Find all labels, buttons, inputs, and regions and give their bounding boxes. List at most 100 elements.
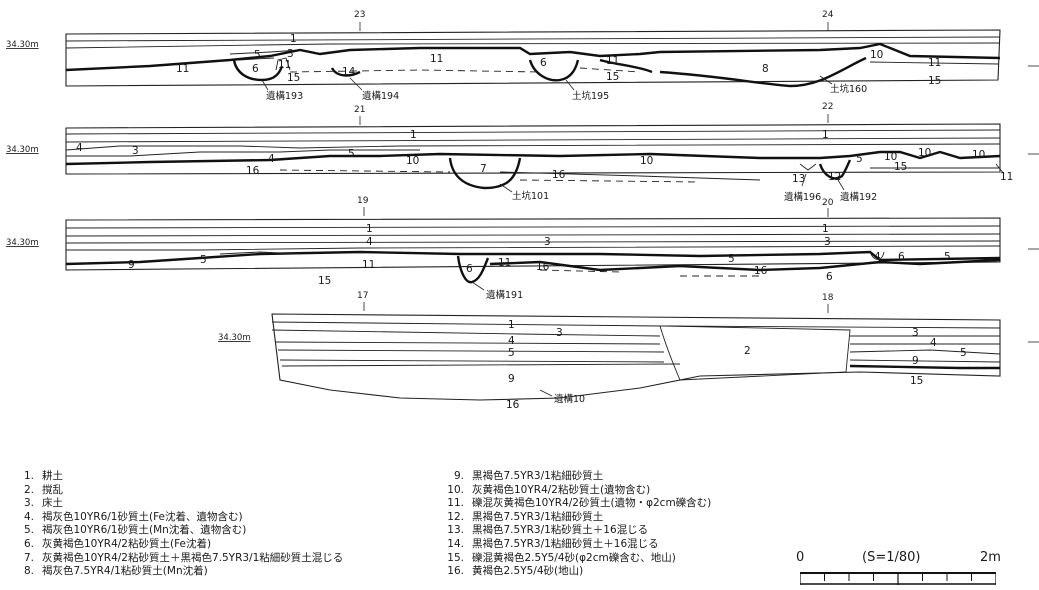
legend-number: 5. <box>23 524 34 537</box>
layer-number: 4 <box>930 337 937 349</box>
layer-number: 5 <box>200 254 207 266</box>
legend-text: 礫混灰黄褐色10YR4/2砂質土(遺物・φ2cm礫含む) <box>472 497 712 510</box>
legend-number: 12. <box>447 510 464 523</box>
layer-number: 3 <box>287 48 294 60</box>
legend-text: 耕土 <box>42 470 63 482</box>
layer-number: 6 <box>898 251 905 263</box>
feature-outline <box>528 59 580 82</box>
layer-number: 3 <box>132 145 139 157</box>
layer-number: 14 <box>342 66 356 78</box>
leader-line <box>261 79 269 91</box>
layer-number: 3 <box>824 236 831 248</box>
layer-number: 5 <box>856 153 863 165</box>
layer-number: 5 <box>728 253 735 265</box>
layer-number: 5 <box>508 347 515 359</box>
legend-number: 14. <box>447 537 464 550</box>
legend-text: 撹乱 <box>42 483 63 496</box>
survey-point-label: 20 <box>822 198 834 208</box>
feature-outline <box>659 56 867 88</box>
elevation-label: 34.30m <box>6 145 39 155</box>
legend-item: 3.床土 <box>12 497 343 511</box>
layer-number: 6 <box>540 57 547 69</box>
legend-text: 褐灰色7.5YR4/1粘砂質土(Mn沈着) <box>42 565 208 578</box>
legend-item: 10.灰黄褐色10YR4/2粘砂質土(遺物含む) <box>442 484 711 498</box>
layer-number: 3 <box>544 236 551 248</box>
section-profile-figure: 34.30m 23 24 1 5 3 11 11 6 15 14 <box>6 10 1039 411</box>
leader-line <box>471 281 485 291</box>
legend-number: 10. <box>447 483 464 496</box>
layer-boundary <box>849 359 1001 363</box>
legend-number: 3. <box>23 497 34 510</box>
legend-item: 16.黄褐色2.5Y5/4砂(地山) <box>442 565 711 579</box>
legend-item: 9.黒褐色7.5YR3/1粘細砂質土 <box>442 470 711 484</box>
layer-number: 4 <box>76 142 83 154</box>
layer-boundary <box>539 269 621 273</box>
survey-point-label: 23 <box>354 10 365 20</box>
profile-frame <box>65 217 1001 271</box>
elevation-label: 34.30m <box>6 40 39 50</box>
layer-number: 6 <box>466 263 473 275</box>
layer-boundary <box>519 179 701 183</box>
layer-number: 10 <box>884 151 897 163</box>
legend-text: 褐灰色10YR6/1砂質土(Mn沈着、遺物含む) <box>42 524 247 537</box>
survey-point-label: 24 <box>822 10 834 20</box>
legend-number: 16. <box>447 565 464 578</box>
layer-boundary <box>65 42 1001 72</box>
scale-end: 2m <box>980 550 1001 565</box>
legend-item: 13.黒褐色7.5YR3/1粘砂質土＋16混じる <box>442 524 711 538</box>
scale-ruler <box>800 572 996 585</box>
legend-item: 2.撹乱 <box>12 484 343 498</box>
layer-number: 1 <box>290 33 297 45</box>
layer-number: 16 <box>536 261 550 273</box>
layer-number: 9 <box>912 355 919 367</box>
survey-point-label: 19 <box>357 196 369 206</box>
legend-number: 13. <box>447 524 464 537</box>
legend-item: 4.褐灰色10YR6/1砂質土(Fe沈着、遺物含む) <box>12 511 343 525</box>
layer-boundary <box>489 258 1001 272</box>
layer-number: 6 <box>826 271 833 283</box>
legend-number: 6. <box>23 537 34 550</box>
layer-boundary <box>65 42 1001 49</box>
layer-number: 1 <box>366 223 373 235</box>
feature-outline <box>995 163 1005 175</box>
layer-number: 5 <box>960 347 967 359</box>
layer-number: 4 <box>366 236 373 248</box>
legend-number: 8. <box>23 565 34 578</box>
feature-label: 遺構10 <box>554 393 585 405</box>
legend-number: 4. <box>23 510 34 523</box>
elevation-label: 34.30m <box>218 333 251 343</box>
legend-number: 1. <box>23 470 34 482</box>
layer-number: 5 <box>254 49 261 61</box>
layer-boundary <box>65 150 1001 166</box>
legend-number: 11. <box>447 497 464 510</box>
elevation-label: 34.30m <box>6 238 39 248</box>
layer-number: 7 <box>480 163 487 175</box>
layer-number: 15 <box>287 72 300 84</box>
layer-boundary <box>279 169 451 173</box>
layer-boundary <box>66 149 420 157</box>
layer-number: 5 <box>944 251 951 263</box>
layer-boundary <box>275 341 661 345</box>
layer-boundary <box>499 171 761 181</box>
layer-number: 1 <box>822 129 829 141</box>
layer-number: 10 <box>406 155 419 167</box>
layer-boundary <box>289 69 541 73</box>
layer-boundary <box>66 245 1001 251</box>
layer-number: 10 <box>640 155 653 167</box>
layer-number: 11 <box>606 55 619 67</box>
legend-item: 7.灰黄褐色10YR4/2粘砂質土＋黒褐色7.5YR3/1粘細砂質土混じる <box>12 552 343 566</box>
feature-outline <box>456 255 490 284</box>
layer-number: 10 <box>972 149 985 161</box>
layer-boundary <box>281 363 681 367</box>
feature-label: 土坑160 <box>830 83 867 95</box>
layer-boundary <box>65 250 1001 266</box>
layer-number: 5 <box>348 148 355 160</box>
feature-outline <box>275 57 291 71</box>
layer-boundary <box>849 349 1001 355</box>
feature-label: 遺構194 <box>362 90 399 102</box>
legend-text: 黒褐色7.5YR3/1粘細砂質土 <box>472 510 604 523</box>
layer-boundary <box>869 61 999 65</box>
layer-number: 16 <box>506 399 520 411</box>
layer-boundary <box>271 321 1001 329</box>
